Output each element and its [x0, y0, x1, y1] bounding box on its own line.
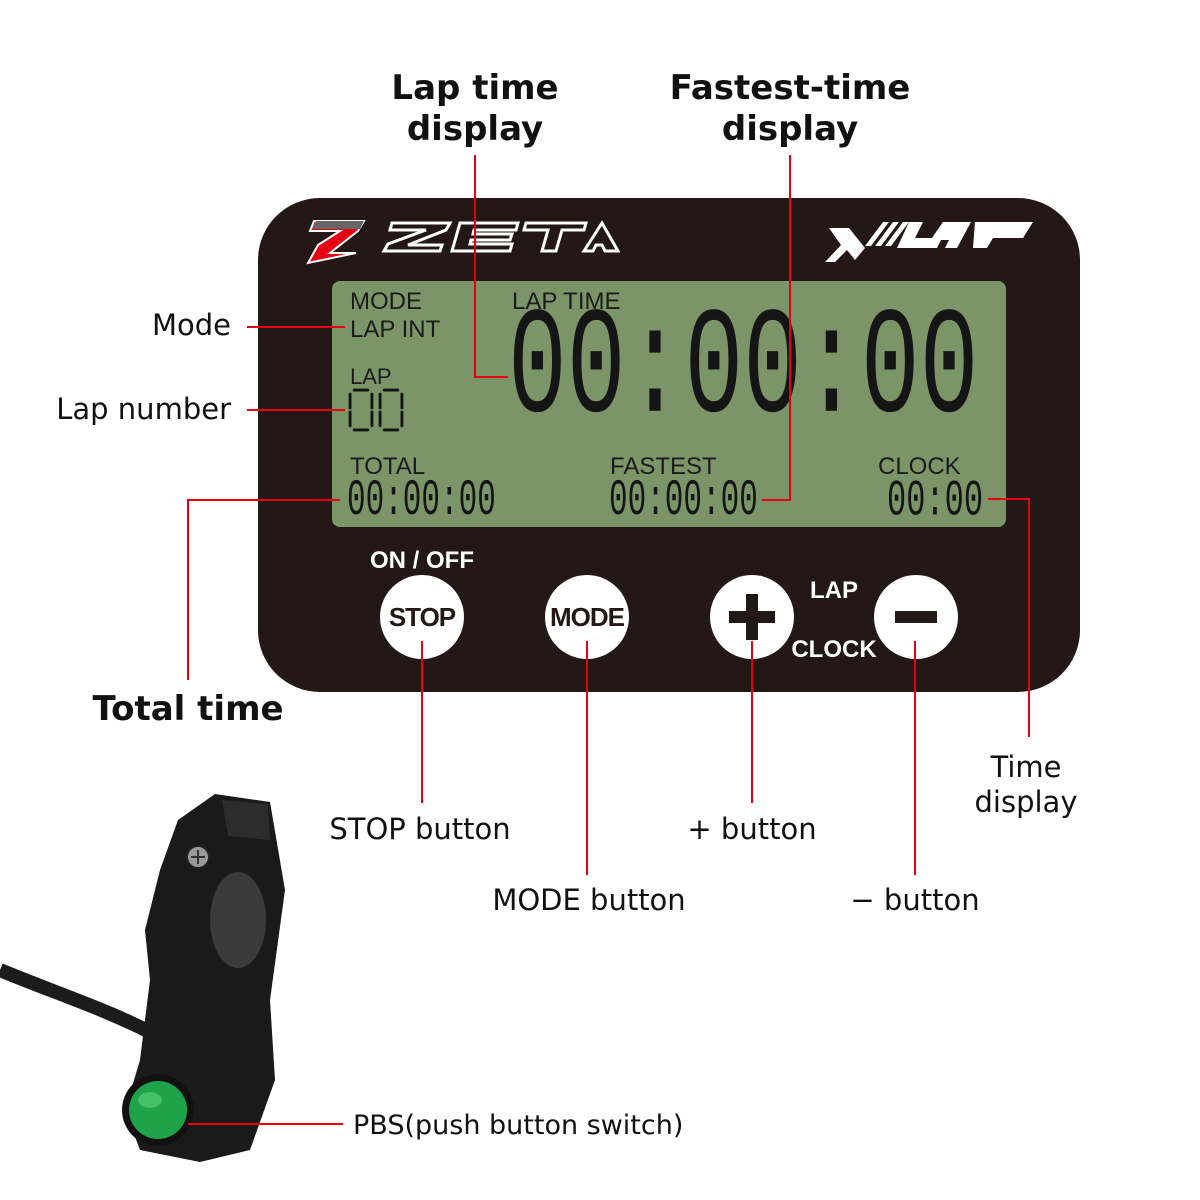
- digit-segment: [378, 410, 382, 428]
- lcd-clock-label: CLOCK: [878, 453, 961, 480]
- callout-line-2: display: [406, 108, 544, 149]
- callout-lap-number: Lap number: [56, 392, 231, 426]
- leader-time-display: [988, 498, 1030, 737]
- digit-segment: [370, 392, 374, 410]
- xlap-logo: [825, 222, 1033, 262]
- digit-segment: [382, 428, 400, 432]
- callout-minus-button: − button: [850, 883, 980, 917]
- callout-total-time: Total time: [92, 689, 284, 729]
- lcd-lap-label: LAP: [350, 364, 392, 389]
- callout-mode-button: MODE button: [492, 883, 686, 917]
- digit-segment: [352, 388, 370, 392]
- handlebar-switch: [0, 794, 285, 1162]
- callout-line-1: Fastest-time: [669, 68, 911, 108]
- leader-lap-time: [474, 155, 508, 378]
- stop-button[interactable]: STOP: [380, 575, 464, 659]
- digit-segment: [378, 392, 382, 410]
- clock-label: CLOCK: [791, 636, 877, 663]
- digit-segment: [348, 410, 352, 428]
- lcd-mode-value: LAP INT: [350, 316, 441, 343]
- callout-line-2: display: [974, 784, 1078, 819]
- digit-segment: [400, 410, 404, 428]
- minus-icon: [895, 611, 937, 623]
- lcd-fastest-digits: 00:00:00: [609, 472, 758, 531]
- leader-total: [187, 499, 340, 680]
- lcd-lap-time-label: LAP TIME: [512, 288, 621, 315]
- digit-segment: [382, 388, 400, 392]
- plus-icon: [729, 594, 775, 640]
- lcd-lap-time-digits: 00:00:00: [508, 285, 979, 458]
- callout-time-display: Time display: [975, 750, 1078, 820]
- digit-segment: [370, 410, 374, 428]
- digit-segment: [400, 392, 404, 410]
- callout-line-1: Time: [990, 750, 1062, 784]
- lcd-mode-label: MODE: [350, 288, 422, 315]
- lcd-total-label: TOTAL: [350, 453, 426, 480]
- digit-segment: [348, 392, 352, 410]
- zeta-logo: [306, 220, 620, 265]
- lcd-clock-digits: 00:00: [887, 471, 984, 531]
- on-off-label: ON / OFF: [370, 547, 474, 574]
- digit-segment: [352, 428, 370, 432]
- lcd-fastest-label: FASTEST: [610, 453, 717, 480]
- callout-line-2: display: [721, 108, 859, 149]
- lcd-total-digits: 00:00:00: [347, 472, 496, 531]
- callout-lap-time-display: Lap time display: [391, 68, 558, 150]
- callout-mode: Mode: [151, 308, 231, 342]
- lcd-lap-number-digits: [348, 388, 404, 432]
- callout-line-1: Lap time: [391, 68, 559, 108]
- callout-plus-button: + button: [687, 812, 817, 846]
- leader-fastest: [762, 155, 791, 501]
- callout-stop-button: STOP button: [329, 812, 511, 846]
- lap-label: LAP: [810, 577, 858, 604]
- lcd-screen: [332, 281, 1006, 527]
- clamp-bore: [210, 872, 266, 968]
- callout-pbs: PBS(push button switch): [353, 1110, 684, 1141]
- callout-fastest-time-display: Fastest-time display: [670, 68, 911, 150]
